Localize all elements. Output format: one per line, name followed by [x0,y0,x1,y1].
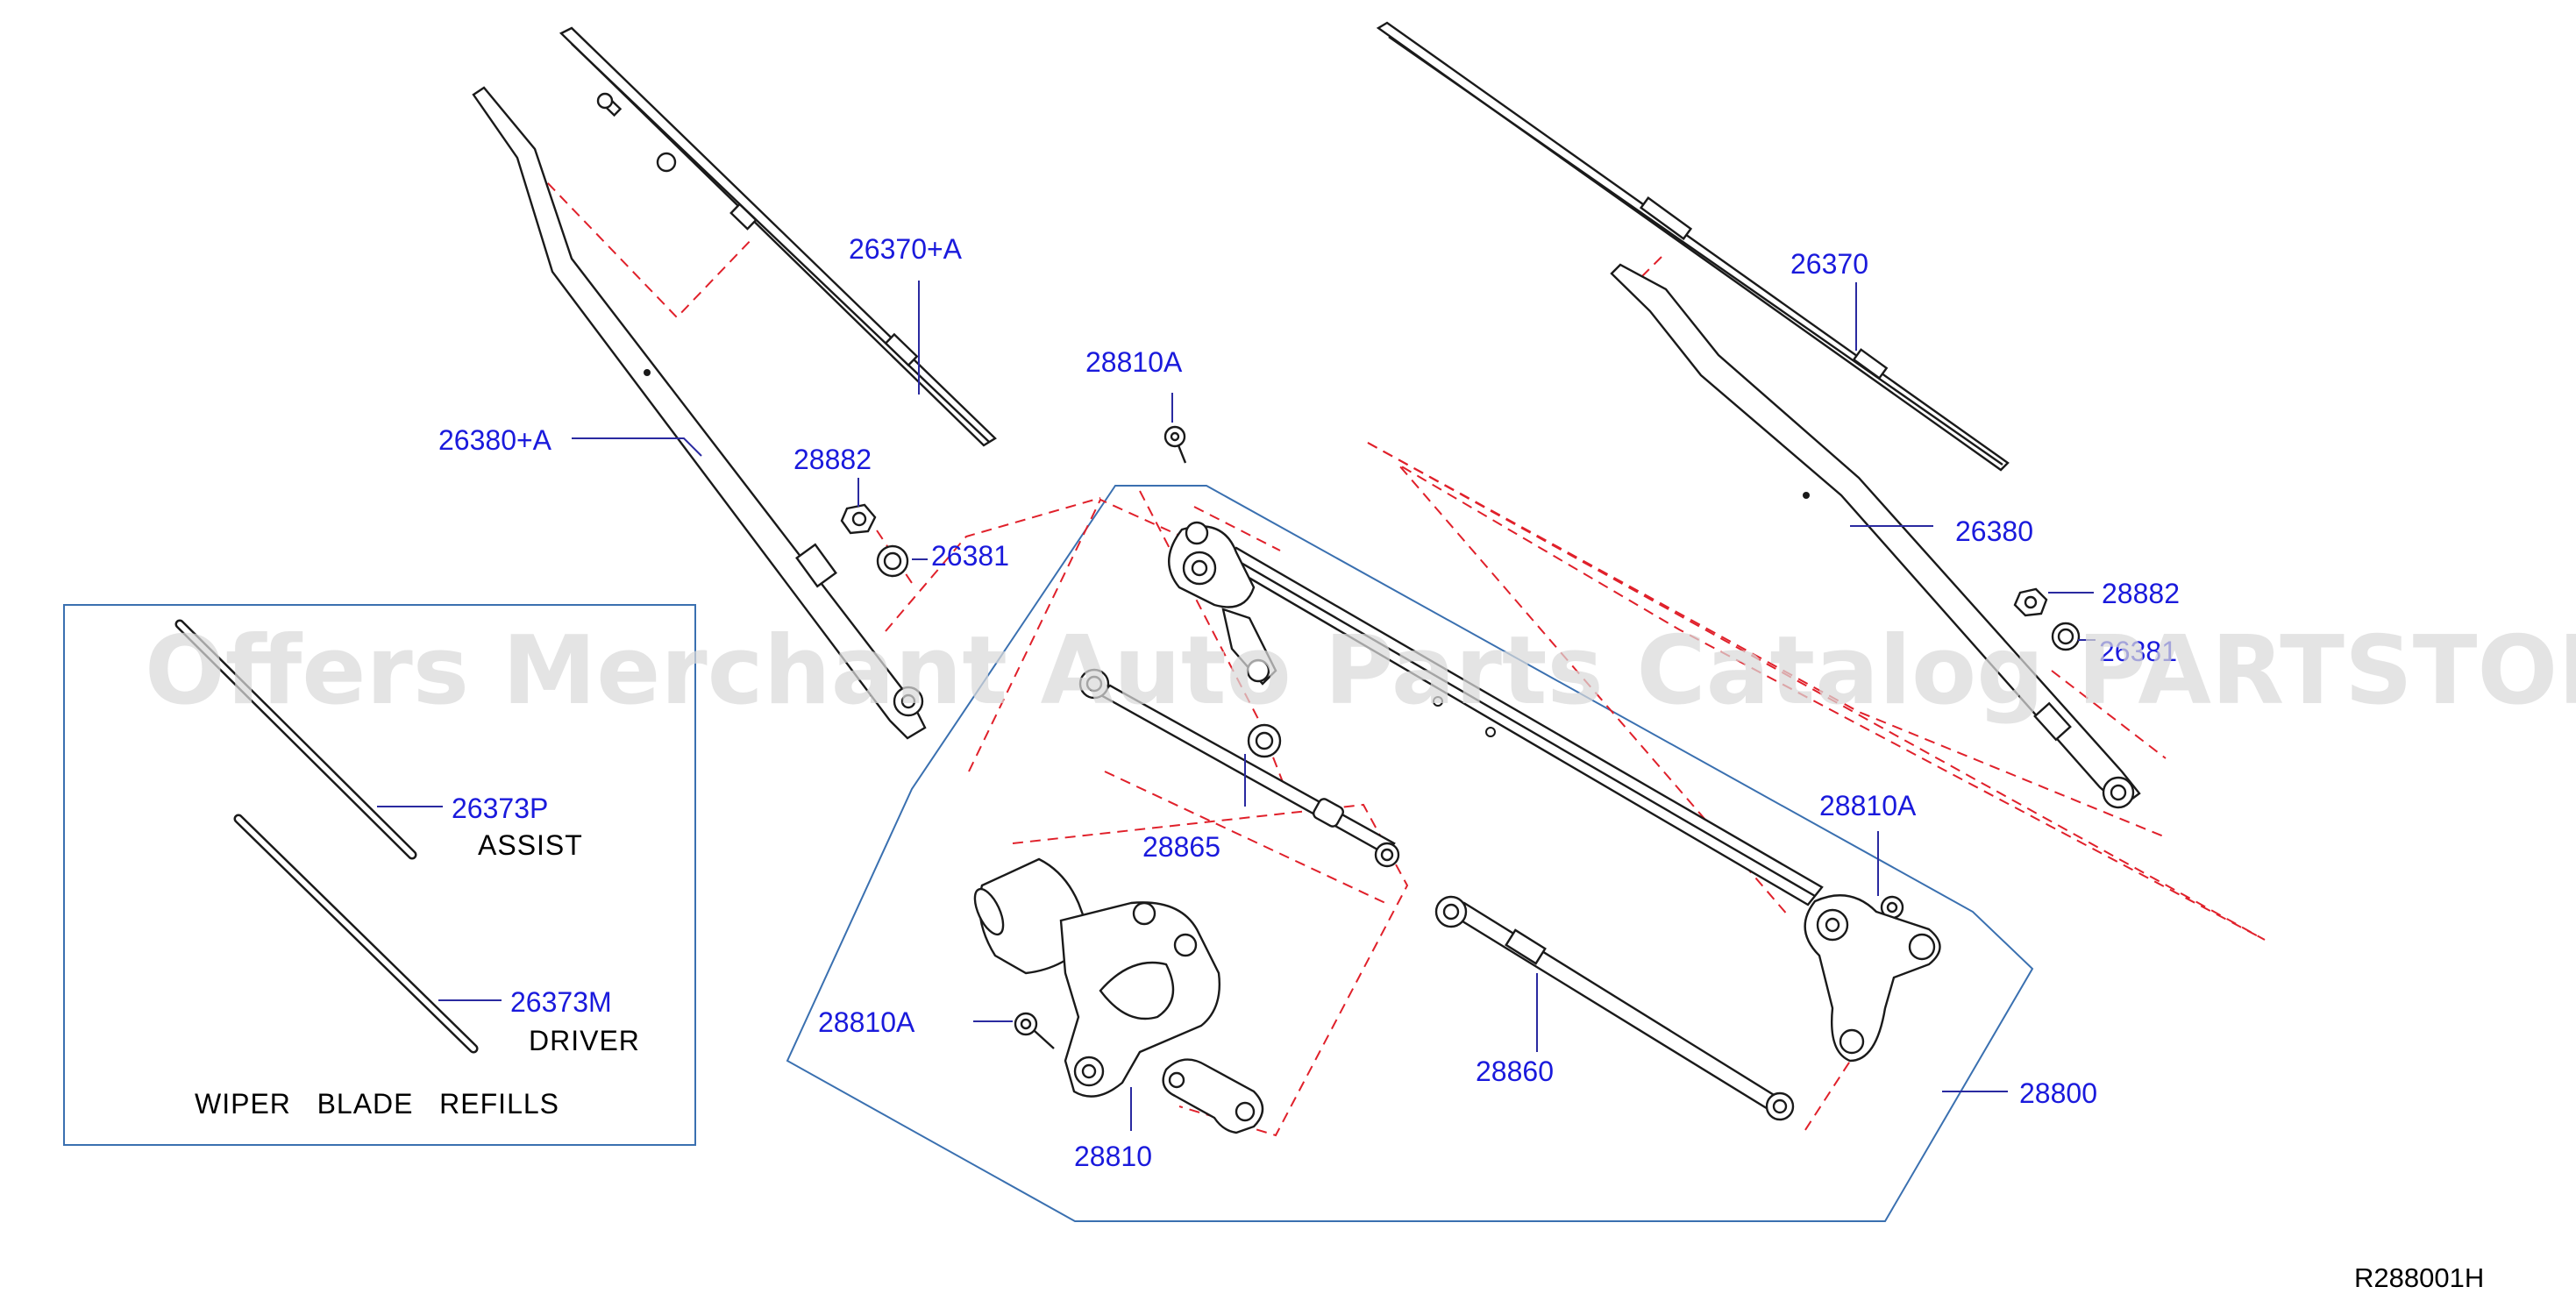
label-bolt-right: 28810A [1819,790,1917,821]
link-rod-short [1078,668,1400,868]
part-labels: 26370+A 26380+A 28882 26381 28810A 26370… [438,233,2180,1172]
link-grommet [1247,723,1282,758]
label-arm-right: 26380 [1955,515,2033,547]
pivot-cap-left [876,544,909,578]
watermark-text: Offers Merchant Auto Parts Catalog PARTS… [145,616,2576,726]
wiper-motor [973,857,1264,1134]
nut-left [840,503,877,535]
label-blade-left: 26370+A [849,233,963,265]
label-linkage-assembly: 28800 [2019,1077,2097,1109]
label-bolt-top: 28810A [1085,346,1183,378]
label-nut-right: 28882 [2102,578,2180,609]
label-nut-left: 28882 [793,444,872,475]
nut-right [2013,587,2048,617]
refill-assist-strip [174,619,417,860]
wiper-blade-left [559,26,997,447]
inset-title: WIPER BLADE REFILLS [195,1088,559,1120]
label-cap-right: 26381 [2099,636,2177,667]
caption-assist: ASSIST [478,829,583,861]
label-bolt-motor: 28810A [818,1006,915,1038]
caption-driver: DRIVER [529,1025,640,1056]
wiper-arm-right [1610,263,2141,809]
label-refill-driver: 26373M [510,986,612,1018]
diagram-reference-code: R288001H [2354,1262,2484,1293]
label-link-short: 28865 [1142,831,1220,863]
wiper-arm-left [472,86,927,740]
bolt-right [1880,895,1904,920]
bolt-motor [1014,1012,1055,1049]
bolt-top [1163,425,1187,464]
refill-inset-box [63,604,696,1146]
wiper-blade-right [1376,21,2010,472]
label-cap-left: 26381 [931,540,1009,572]
link-rod-long [1434,895,1795,1121]
linkage-frame-tube [1168,521,1941,1063]
pivot-cap-right [2051,622,2081,651]
label-refill-assist: 26373P [452,793,548,824]
label-arm-left: 26380+A [438,424,552,456]
label-motor: 28810 [1074,1141,1152,1172]
linkage-assembly-outline [786,485,2034,1222]
label-blade-right: 26370 [1790,248,1868,280]
leader-lines [572,281,2096,1131]
refill-driver-strip [233,814,479,1054]
label-link-long: 28860 [1476,1056,1554,1087]
